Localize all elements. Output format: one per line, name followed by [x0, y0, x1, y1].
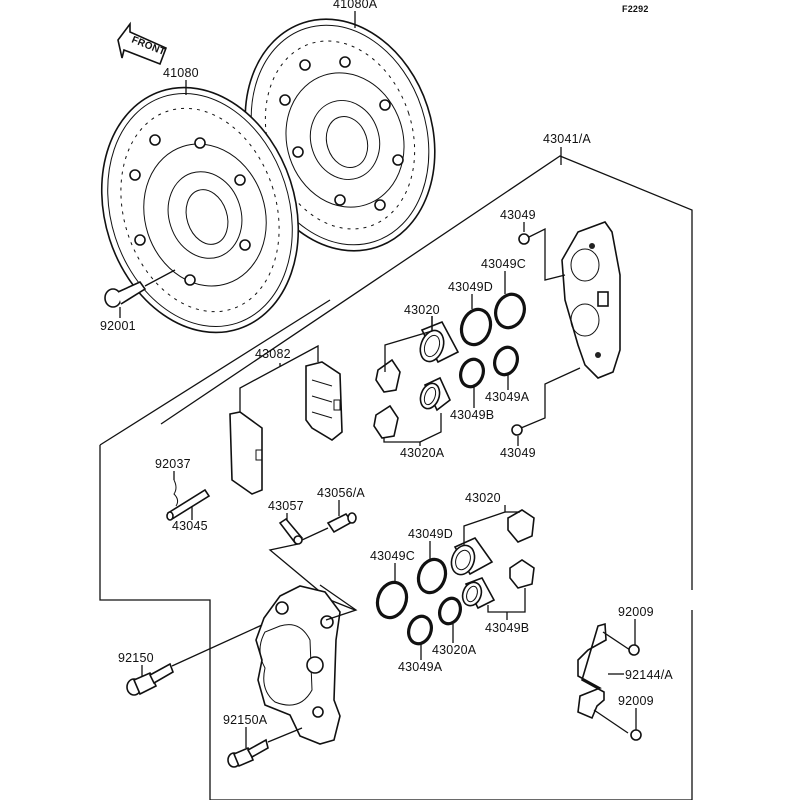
label-41080A: 41080A [333, 0, 378, 11]
bracket-bolt-top[interactable] [628, 644, 640, 656]
disc-holes-left [120, 107, 280, 313]
piston-a-upper[interactable] [373, 376, 451, 439]
label-43041-A: 43041/A [543, 132, 591, 146]
seal-a-lower[interactable] [405, 613, 435, 647]
seal-c-upper[interactable] [491, 290, 529, 332]
label-92150A: 92150A [223, 713, 268, 727]
caliper-half-outer[interactable] [561, 221, 621, 379]
brake-pad-front[interactable] [229, 411, 263, 495]
brake-disc-left[interactable] [71, 62, 329, 358]
label-92001: 92001 [100, 319, 136, 333]
nut-top[interactable] [518, 227, 566, 281]
label-92037: 92037 [155, 457, 191, 471]
caliper-bolt-a[interactable] [227, 727, 303, 768]
label-43049-bottom: 43049 [500, 446, 536, 460]
disc-bolt[interactable] [104, 269, 176, 308]
label-92009-bottom: 92009 [618, 694, 654, 708]
piston-upper[interactable] [375, 320, 460, 393]
seal-b-upper[interactable] [457, 356, 487, 390]
label-43049B-upper: 43049B [450, 408, 494, 422]
label-92144-A: 92144/A [625, 668, 673, 682]
caliper-assembly-outline [99, 155, 693, 800]
label-43045: 43045 [172, 519, 208, 533]
clip[interactable] [173, 479, 179, 507]
seal-d-lower[interactable] [414, 556, 450, 597]
caliper-half-inner[interactable] [255, 584, 358, 745]
seal-b-lower[interactable] [436, 595, 464, 626]
figure-code: F2292 [622, 4, 649, 14]
pad-pin[interactable] [166, 488, 211, 521]
label-43020-lower: 43020 [465, 491, 501, 505]
label-43049B-lower: 43020A [432, 643, 477, 657]
label-43049A-upper: 43049A [485, 390, 530, 404]
label-43049A-lower: 43049A [398, 660, 443, 674]
label-43049C-upper: 43049C [481, 257, 526, 271]
brake-pad-rear[interactable] [305, 361, 343, 441]
front-arrow-icon: FRONT [117, 21, 168, 66]
label-43020A-lower: 43049B [485, 621, 529, 635]
label-43049C-lower: 43049C [370, 549, 415, 563]
label-43082: 43082 [255, 347, 291, 361]
label-43020A-upper: 43020A [400, 446, 445, 460]
label-43049-top: 43049 [500, 208, 536, 222]
label-43056-A: 43056/A [317, 486, 365, 500]
label-43057: 43057 [268, 499, 304, 513]
label-41080: 41080 [163, 66, 199, 80]
label-92009-top: 92009 [618, 605, 654, 619]
caliper-bolt[interactable] [126, 624, 263, 696]
hose-bracket[interactable] [577, 622, 631, 734]
label-43020-upper: 43020 [404, 303, 440, 317]
seal-d-upper[interactable] [457, 305, 496, 348]
label-43049D-upper: 43049D [448, 280, 493, 294]
label-92150: 92150 [118, 651, 154, 665]
seal-a-upper[interactable] [491, 344, 521, 378]
bleed-valve[interactable] [301, 512, 357, 541]
label-43049D-lower: 43049D [408, 527, 453, 541]
piston-lower[interactable] [448, 509, 535, 578]
bleeder-cap[interactable] [278, 517, 304, 546]
piston-a-lower[interactable] [459, 559, 535, 610]
bracket-bolt-bottom[interactable] [630, 729, 642, 741]
nut-bottom[interactable] [511, 367, 581, 436]
seal-c-lower[interactable] [373, 578, 412, 621]
